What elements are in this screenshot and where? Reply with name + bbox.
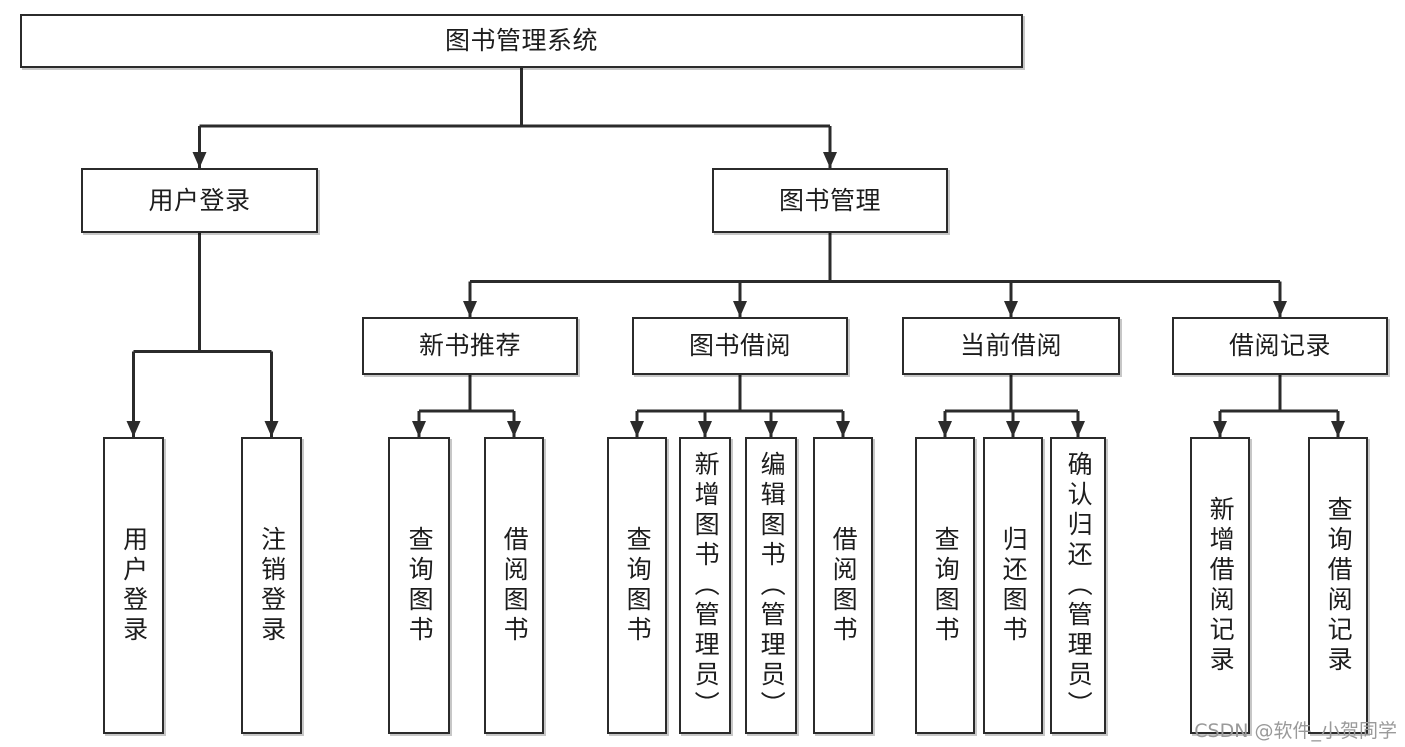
node-leaf-edit-book-admin[interactable]: 编辑图书（管理员） [745, 437, 797, 734]
node-book-borrow[interactable]: 图书借阅 [632, 317, 848, 375]
node-label: 用户登录 [119, 525, 149, 646]
node-leaf-borrow-book-new[interactable]: 借阅图书 [484, 437, 544, 734]
node-leaf-borrow-book[interactable]: 借阅图书 [813, 437, 873, 734]
node-label: 确认归还（管理员） [1064, 450, 1094, 721]
node-label: 归还图书 [999, 525, 1029, 646]
node-leaf-query-book-new[interactable]: 查询图书 [388, 437, 450, 734]
node-label: 图书管理系统 [444, 26, 598, 56]
node-leaf-query-borrow-record[interactable]: 查询借阅记录 [1308, 437, 1368, 734]
node-user-login[interactable]: 用户登录 [81, 168, 318, 233]
node-label: 编辑图书（管理员） [757, 450, 787, 721]
node-label: 查询图书 [623, 525, 653, 646]
node-label: 注销登录 [257, 525, 287, 646]
node-borrow-record[interactable]: 借阅记录 [1172, 317, 1388, 375]
node-leaf-user-login[interactable]: 用户登录 [103, 437, 164, 734]
node-leaf-add-borrow-record[interactable]: 新增借阅记录 [1190, 437, 1250, 734]
node-label: 借阅图书 [829, 525, 859, 646]
node-label: 图书借阅 [688, 331, 791, 361]
node-label: 新书推荐 [418, 331, 521, 361]
node-label: 查询借阅记录 [1324, 495, 1354, 676]
node-leaf-query-book-current[interactable]: 查询图书 [915, 437, 975, 734]
node-book-management[interactable]: 图书管理 [712, 168, 948, 233]
node-leaf-add-book-admin[interactable]: 新增图书（管理员） [679, 437, 731, 734]
node-leaf-logout[interactable]: 注销登录 [241, 437, 302, 734]
node-leaf-confirm-return-admin[interactable]: 确认归还（管理员） [1050, 437, 1106, 734]
node-label: 图书管理 [778, 185, 881, 215]
node-current-borrow[interactable]: 当前借阅 [902, 317, 1120, 375]
node-label: 当前借阅 [959, 331, 1062, 361]
node-root[interactable]: 图书管理系统 [20, 14, 1023, 68]
node-label: 新增图书（管理员） [691, 450, 721, 721]
node-label: 借阅图书 [500, 525, 530, 646]
node-label: 用户登录 [148, 185, 251, 215]
node-label: 借阅记录 [1228, 331, 1331, 361]
node-leaf-query-book[interactable]: 查询图书 [607, 437, 667, 734]
node-leaf-return-book[interactable]: 归还图书 [983, 437, 1043, 734]
node-new-book-recommend[interactable]: 新书推荐 [362, 317, 578, 375]
node-label: 新增借阅记录 [1206, 495, 1236, 676]
watermark: CSDN @软件_小贺同学 [1194, 720, 1397, 742]
node-label: 查询图书 [405, 525, 435, 646]
node-label: 查询图书 [931, 525, 961, 646]
